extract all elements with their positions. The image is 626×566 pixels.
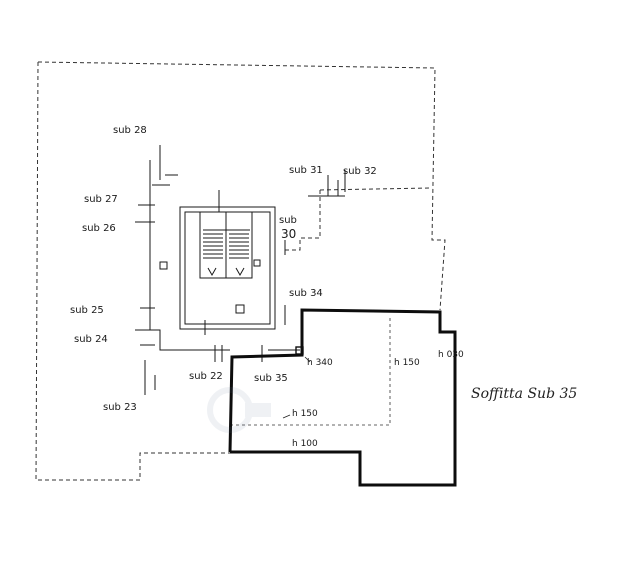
label-sub-34: sub 34 [289, 288, 323, 299]
stair-core [179, 190, 276, 330]
label-sub-25: sub 25 [70, 305, 104, 316]
label-sub-31: sub 31 [289, 165, 323, 176]
label-sub-23: sub 23 [103, 402, 137, 413]
label-sub-30-word: sub [279, 215, 297, 226]
label-sub-24: sub 24 [74, 334, 108, 345]
h340-leader [304, 356, 311, 363]
label-h150-right: h 150 [394, 358, 420, 368]
label-sub-32: sub 32 [343, 166, 377, 177]
label-sub-30-number: 30 [281, 227, 297, 241]
plan-title: Soffitta Sub 35 [471, 386, 578, 402]
label-sub-27: sub 27 [84, 194, 118, 205]
soffitta-outline [228, 308, 457, 487]
watermark-icon [207, 387, 271, 433]
label-h100: h 100 [292, 439, 318, 449]
label-sub-35: sub 35 [254, 373, 288, 384]
label-h150-bottom: h 150 [292, 409, 318, 419]
label-sub-28: sub 28 [113, 125, 147, 136]
h150b-leader [282, 414, 291, 419]
label-h030: h 030 [438, 350, 464, 360]
outer-perimeter-dashed [35, 61, 446, 481]
label-sub-22: sub 22 [189, 371, 223, 382]
label-h340: h 340 [307, 358, 333, 368]
label-sub-26: sub 26 [82, 223, 116, 234]
stair-marker-h340 [295, 346, 304, 355]
storage-partitions [135, 145, 346, 395]
height-dashed-lines [232, 318, 391, 426]
